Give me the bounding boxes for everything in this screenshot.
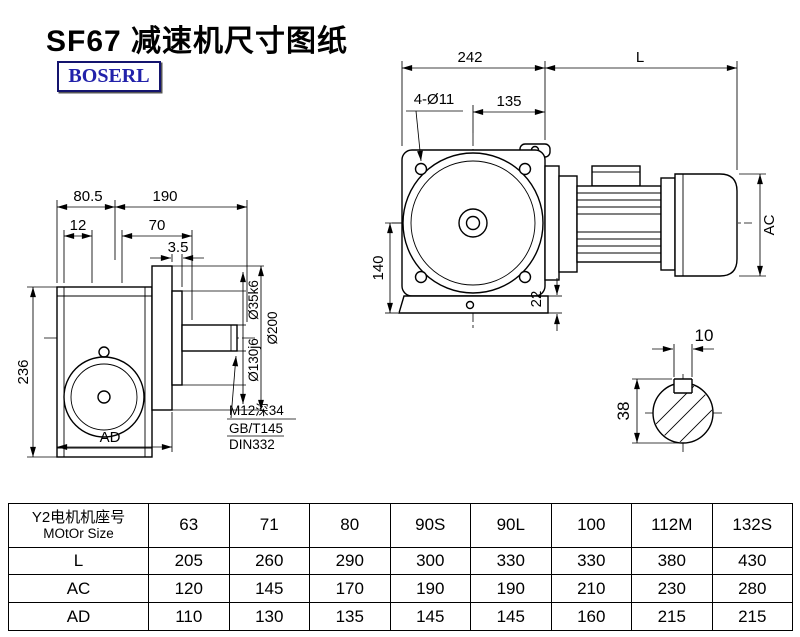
dia-flange-label: Ø200 bbox=[265, 311, 280, 344]
size-cell: 80 bbox=[309, 503, 391, 548]
value-cell: 130 bbox=[228, 602, 310, 631]
dim-22-label: 22 bbox=[528, 291, 545, 308]
bolt-hole bbox=[414, 270, 428, 284]
dim-3-5-label: 3.5 bbox=[168, 239, 189, 256]
output-shaft bbox=[181, 324, 238, 352]
dim-l-label: L bbox=[636, 49, 644, 66]
row-label-AD: AD bbox=[8, 602, 149, 631]
size-cell: 90L bbox=[470, 503, 552, 548]
tap-note-line3: DIN332 bbox=[229, 437, 275, 452]
dim-38-label: 38 bbox=[614, 402, 633, 421]
motor-stator bbox=[576, 185, 662, 263]
value-cell: 145 bbox=[228, 574, 310, 604]
value-cell: 330 bbox=[470, 546, 552, 576]
terminal-box bbox=[591, 165, 641, 187]
shaft-section-detail: 10 38 bbox=[614, 326, 722, 452]
table-header-row: Y2电机机座号 MOtOr Size 63 71 80 90S 90L 100 … bbox=[8, 503, 793, 548]
value-cell: 190 bbox=[389, 574, 471, 604]
value-cell: 430 bbox=[711, 546, 793, 576]
value-cell: 210 bbox=[550, 574, 632, 604]
value-cell: 160 bbox=[550, 602, 632, 631]
value-cell: 300 bbox=[389, 546, 471, 576]
size-cell: 71 bbox=[228, 503, 310, 548]
row-label-AC: AC bbox=[8, 574, 149, 604]
dim-ac-label: AC bbox=[761, 214, 778, 235]
dim-242-label: 242 bbox=[457, 49, 482, 66]
value-cell: 380 bbox=[631, 546, 713, 576]
dim-190-label: 190 bbox=[152, 188, 177, 205]
motor-size-header-en: MOtOr Size bbox=[43, 526, 114, 542]
motor-size-header-cell: Y2电机机座号 MOtOr Size bbox=[8, 503, 149, 548]
dim-holes-label: 4-Ø11 bbox=[414, 91, 455, 108]
front-view-dimensions: 242 L 135 4-Ø11 140 22 AC bbox=[370, 49, 778, 331]
value-cell: 215 bbox=[711, 602, 793, 631]
dim-ad-label: AD bbox=[100, 429, 121, 446]
table-row-AD: AD 110 130 135 145 145 160 215 215 bbox=[8, 602, 793, 631]
table-row-L: L 205 260 290 300 330 330 380 430 bbox=[8, 546, 793, 576]
value-cell: 215 bbox=[631, 602, 713, 631]
dim-80-5-label: 80.5 bbox=[73, 188, 102, 205]
bolt-hole bbox=[518, 162, 532, 176]
value-cell: 230 bbox=[631, 574, 713, 604]
dim-70-label: 70 bbox=[149, 217, 166, 234]
value-cell: 120 bbox=[148, 574, 230, 604]
page-title: SF67 减速机尺寸图纸 bbox=[46, 25, 349, 58]
dia-spigot-label: Ø130j6 bbox=[246, 338, 261, 382]
value-cell: 110 bbox=[148, 602, 230, 631]
size-cell: 100 bbox=[550, 503, 632, 548]
front-view bbox=[392, 133, 752, 330]
bolt-hole bbox=[414, 162, 428, 176]
dia-shaft-label: Ø35k6 bbox=[246, 280, 261, 320]
table-row-AC: AC 120 145 170 190 190 210 230 280 bbox=[8, 574, 793, 604]
value-cell: 170 bbox=[309, 574, 391, 604]
flange-plate bbox=[151, 265, 173, 411]
motor-adapter bbox=[544, 165, 560, 281]
value-cell: 145 bbox=[470, 602, 552, 631]
value-cell: 290 bbox=[309, 546, 391, 576]
flange-spigot bbox=[171, 290, 183, 386]
left-side-view bbox=[44, 265, 258, 458]
dim-140-label: 140 bbox=[370, 255, 387, 280]
dim-236-label: 236 bbox=[15, 359, 32, 384]
technical-drawing: 236 80.5 190 12 70 3.5 bbox=[15, 49, 778, 458]
value-cell: 145 bbox=[389, 602, 471, 631]
tap-note-line2: GB/T145 bbox=[229, 421, 283, 436]
size-cell: 132S bbox=[711, 503, 793, 548]
fan-cover bbox=[674, 173, 738, 277]
tap-note-line1: M12深34 bbox=[229, 403, 284, 418]
dim-12-label: 12 bbox=[70, 217, 87, 234]
motor-dimension-table: Y2电机机座号 MOtOr Size 63 71 80 90S 90L 100 … bbox=[8, 503, 793, 631]
cooling-fins bbox=[577, 192, 661, 254]
value-cell: 330 bbox=[550, 546, 632, 576]
dim-135-label: 135 bbox=[496, 93, 521, 110]
row-label-L: L bbox=[8, 546, 149, 576]
plug-circle bbox=[98, 346, 110, 358]
left-view-dimensions: 236 80.5 190 12 70 3.5 bbox=[15, 188, 296, 458]
value-cell: 260 bbox=[228, 546, 310, 576]
dim-10-label: 10 bbox=[695, 326, 714, 345]
boserl-logo: BOSERL bbox=[57, 61, 161, 92]
value-cell: 280 bbox=[711, 574, 793, 604]
motor-size-header-cn: Y2电机机座号 bbox=[31, 509, 126, 527]
value-cell: 205 bbox=[148, 546, 230, 576]
size-cell: 112M bbox=[631, 503, 713, 548]
value-cell: 190 bbox=[470, 574, 552, 604]
size-cell: 90S bbox=[389, 503, 471, 548]
value-cell: 135 bbox=[309, 602, 391, 631]
output-bore-circle bbox=[63, 356, 145, 438]
bolt-hole bbox=[518, 270, 532, 284]
size-cell: 63 bbox=[148, 503, 230, 548]
